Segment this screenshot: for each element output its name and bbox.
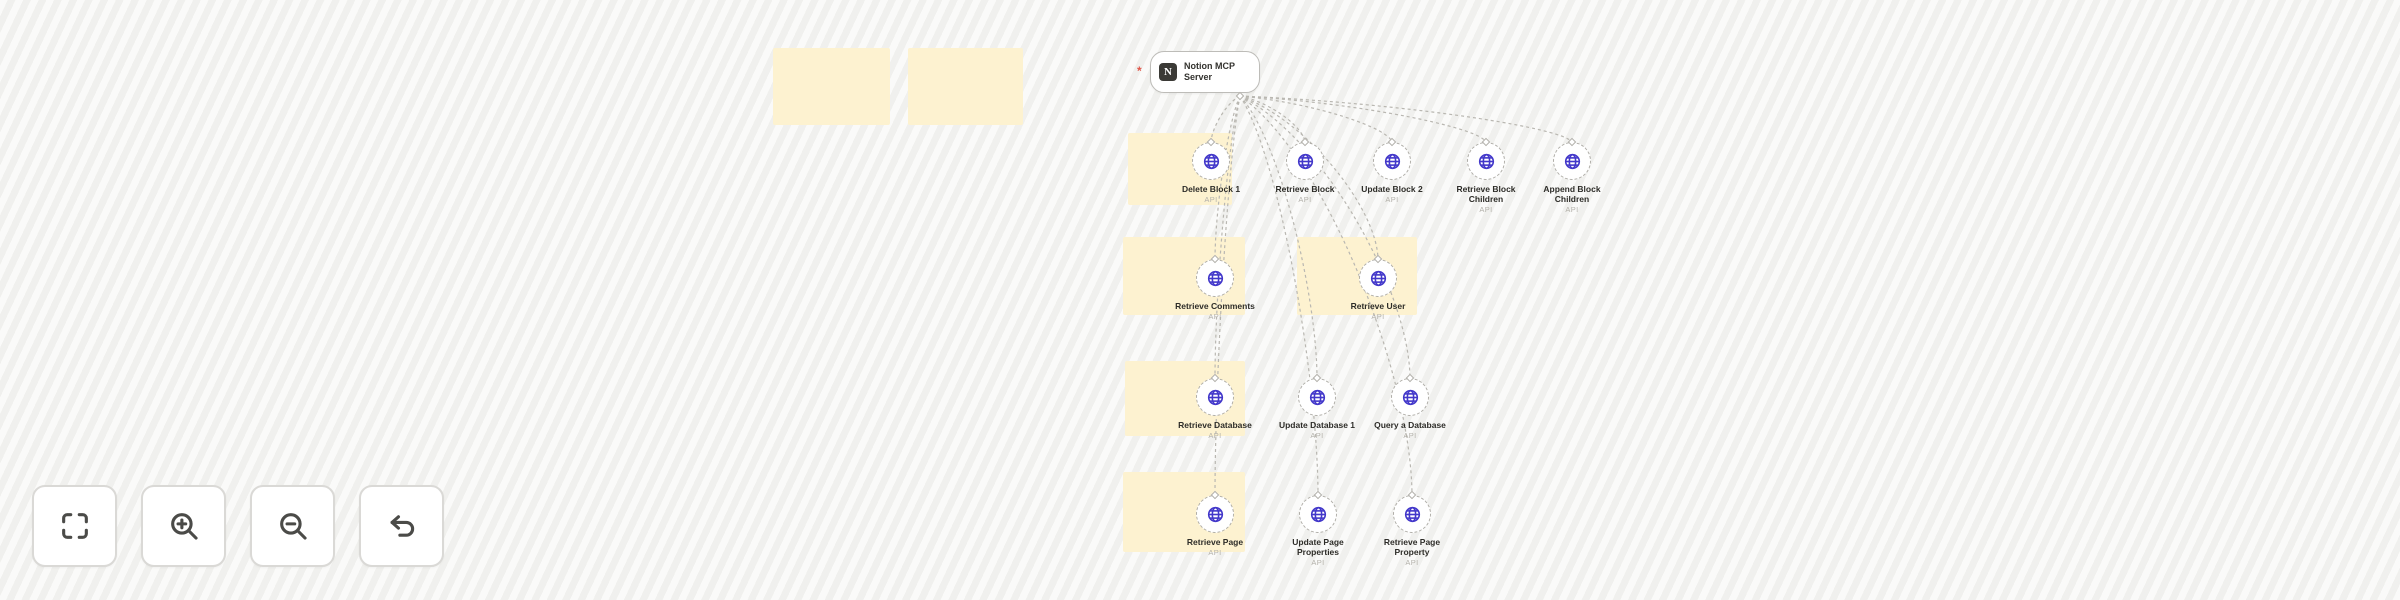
required-marker: * — [1137, 64, 1142, 78]
tool-node-type: API — [1371, 312, 1385, 322]
undo-icon — [390, 515, 414, 537]
tool-node-update-page-properties[interactable]: Update Page Properties API — [1275, 490, 1361, 568]
fit-view-icon — [61, 513, 88, 539]
tool-node-label: Retrieve Block Children — [1456, 184, 1516, 205]
tool-node-type: API — [1208, 548, 1222, 558]
tool-node-type: API — [1208, 431, 1222, 441]
tool-node-update-database-1[interactable]: Update Database 1 API — [1274, 373, 1360, 441]
tool-node-label: Retrieve Page — [1186, 537, 1244, 547]
tool-node-type: API — [1403, 431, 1417, 441]
zoom-out-button[interactable] — [250, 485, 335, 567]
globe-api-icon — [1402, 389, 1418, 405]
globe-api-icon — [1203, 153, 1219, 169]
tool-node-type: API — [1405, 558, 1419, 568]
tool-node-label: Retrieve User — [1350, 301, 1406, 311]
tool-node-label: Update Database 1 — [1278, 420, 1356, 430]
edge[interactable] — [1239, 95, 1393, 144]
tool-node-type: API — [1565, 205, 1579, 215]
tool-node-retrieve-page-property[interactable]: Retrieve Page Property API — [1369, 490, 1455, 568]
tool-node-type: API — [1479, 205, 1493, 215]
tool-node-label: Retrieve Database — [1178, 420, 1252, 430]
globe-api-icon — [1370, 270, 1386, 286]
tool-node-retrieve-comments[interactable]: Retrieve Comments API — [1172, 254, 1258, 322]
globe-api-icon — [1207, 506, 1223, 522]
globe-api-icon — [1207, 389, 1223, 405]
canvas-controls — [32, 485, 444, 567]
tool-node-retrieve-user[interactable]: Retrieve User API — [1335, 254, 1421, 322]
edge[interactable] — [1239, 95, 1306, 144]
tool-node-label: Delete Block 1 — [1181, 184, 1241, 194]
globe-api-icon — [1309, 389, 1325, 405]
tool-node-type: API — [1208, 312, 1222, 322]
fit-view-button[interactable] — [32, 485, 117, 567]
tool-node-type: API — [1385, 195, 1399, 205]
tool-node-label: Query a Database — [1374, 420, 1446, 430]
zoom-in-button[interactable] — [141, 485, 226, 567]
sticky-note[interactable] — [908, 48, 1023, 125]
globe-api-icon — [1404, 506, 1420, 522]
tool-node-retrieve-page[interactable]: Retrieve Page API — [1172, 490, 1258, 558]
zoom-in-icon — [170, 513, 198, 540]
tool-node-delete-block-1[interactable]: Delete Block 1 API — [1168, 137, 1254, 205]
sticky-note[interactable] — [773, 48, 890, 125]
tool-node-retrieve-database[interactable]: Retrieve Database API — [1172, 373, 1258, 441]
tool-node-retrieve-block[interactable]: Retrieve Block API — [1262, 137, 1348, 205]
globe-api-icon — [1297, 153, 1313, 169]
tool-node-type: API — [1298, 195, 1312, 205]
globe-api-icon — [1384, 153, 1400, 169]
tool-node-label: Append Block Children — [1543, 184, 1601, 205]
zoom-out-icon — [279, 513, 307, 540]
connection-handle[interactable] — [1235, 91, 1245, 101]
tool-node-retrieve-block-children[interactable]: Retrieve Block Children API — [1443, 137, 1529, 215]
tool-node-label: Retrieve Comments — [1175, 301, 1255, 311]
globe-api-icon — [1310, 506, 1326, 522]
notion-logo-icon: N — [1159, 63, 1177, 81]
tool-node-label: Retrieve Block — [1275, 184, 1335, 194]
tool-node-type: API — [1204, 195, 1218, 205]
tool-node-query-a-database[interactable]: Query a Database API — [1367, 373, 1453, 441]
mcp-server-node[interactable]: * N Notion MCP Server — [1137, 51, 1260, 93]
tool-node-update-block-2[interactable]: Update Block 2 API — [1349, 137, 1435, 205]
tool-node-type: API — [1310, 431, 1324, 441]
undo-button[interactable] — [359, 485, 444, 567]
mcp-server-label: Notion MCP Server — [1184, 60, 1235, 82]
globe-api-icon — [1478, 153, 1494, 169]
edge[interactable] — [1239, 95, 1573, 144]
tool-node-append-block-children[interactable]: Append Block Children API — [1529, 137, 1615, 215]
tool-node-label: Update Block 2 — [1361, 184, 1423, 194]
globe-api-icon — [1207, 270, 1223, 286]
edge[interactable] — [1239, 95, 1487, 144]
tool-node-label: Update Page Properties — [1292, 537, 1344, 558]
tool-node-type: API — [1311, 558, 1325, 568]
globe-api-icon — [1564, 153, 1580, 169]
tool-node-label: Retrieve Page Property — [1383, 537, 1441, 558]
